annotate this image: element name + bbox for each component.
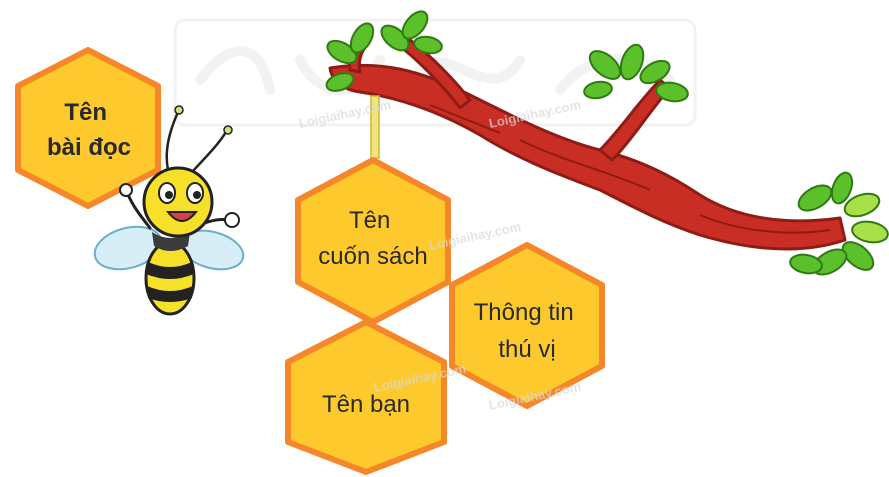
hexagon-ten-ban: Tên bạn bbox=[288, 322, 444, 472]
hex-label-line: Tên bạn bbox=[322, 391, 410, 418]
hexagon-ten-cuon-sach: Tên cuốn sách bbox=[298, 160, 448, 322]
hex-label-line: Tên bbox=[349, 207, 390, 234]
hex-label-line: cuốn sách bbox=[318, 243, 427, 270]
hex-label-line: Tên bbox=[64, 99, 107, 126]
svg-text:Tên bạn: Tên bạn bbox=[322, 391, 410, 418]
hex-label-line: Thông tin bbox=[474, 299, 574, 326]
hex-label-line: thú vị bbox=[498, 336, 555, 363]
hex-label-line: bài đọc bbox=[47, 134, 131, 161]
hexagon-ten-bai-doc: Tên bài đọc bbox=[18, 50, 158, 206]
